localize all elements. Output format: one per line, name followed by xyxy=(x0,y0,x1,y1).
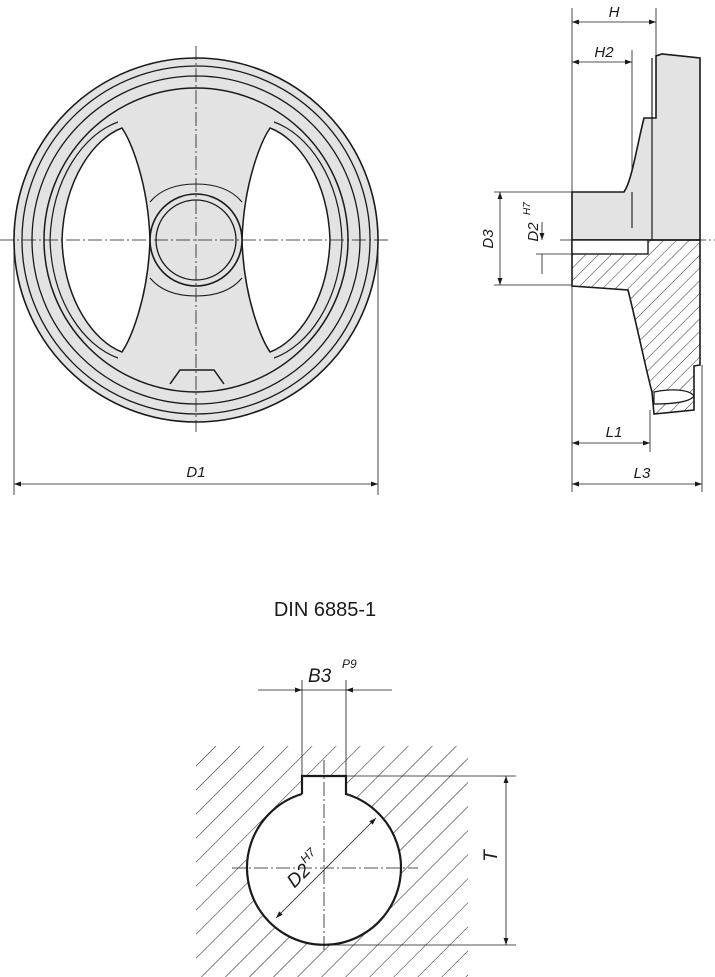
h2-label: H2 xyxy=(594,44,614,61)
front-view: D1 xyxy=(0,46,388,495)
rim-notch xyxy=(169,369,225,385)
standard-caption: DIN 6885-1 xyxy=(274,599,376,621)
t-label: T xyxy=(481,849,502,862)
bore-section xyxy=(571,239,649,255)
keyway-detail: B3 P9 D2 H7 T xyxy=(196,657,516,977)
keyway-hatched-hub xyxy=(196,746,468,977)
h-label: H xyxy=(609,4,620,21)
d2-tolerance: H7 xyxy=(522,202,533,215)
l3-label: L3 xyxy=(634,465,651,482)
d3-label: D3 xyxy=(480,229,497,249)
d1-label: D1 xyxy=(186,464,205,481)
side-view: H H2 D3 D2 H7 L1 L3 xyxy=(480,4,715,492)
rim-groove xyxy=(653,389,695,405)
side-body-upper xyxy=(571,53,701,241)
keyway-d2-dimension-line xyxy=(275,817,377,919)
d2-label: D2 xyxy=(525,222,542,242)
b3-tolerance: P9 xyxy=(342,657,357,671)
l1-label: L1 xyxy=(606,424,623,441)
b3-label: B3 xyxy=(308,666,332,687)
side-body-section xyxy=(571,239,701,415)
